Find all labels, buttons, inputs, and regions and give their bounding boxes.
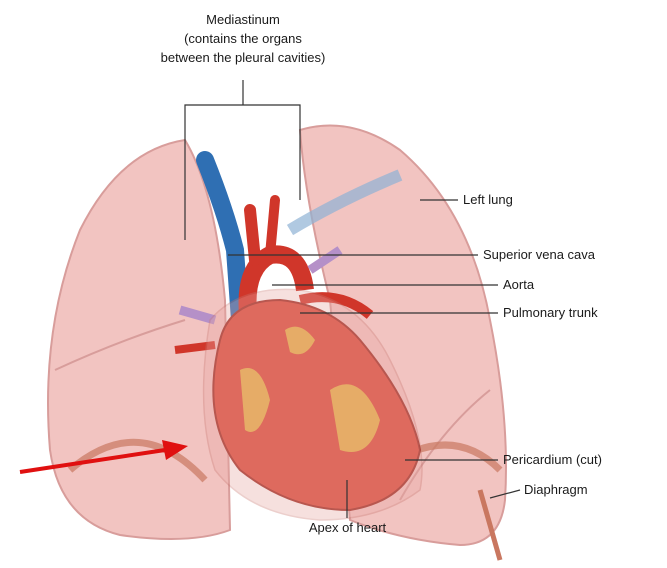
mediastinum-note: between the pleural cavities) bbox=[128, 50, 358, 65]
label-superior-vena-cava: Superior vena cava bbox=[483, 247, 595, 262]
label-pericardium-cut: Pericardium (cut) bbox=[503, 452, 602, 467]
label-diaphragm: Diaphragm bbox=[524, 482, 588, 497]
aorta-branch bbox=[250, 210, 255, 260]
label-aorta: Aorta bbox=[503, 277, 534, 292]
mediastinum-note: (contains the organs bbox=[163, 31, 323, 46]
label-left-lung: Left lung bbox=[463, 192, 513, 207]
label-apex-of-heart: Apex of heart bbox=[290, 520, 405, 535]
mediastinum-title: Mediastinum bbox=[193, 12, 293, 27]
aorta-branch bbox=[270, 200, 275, 255]
label-pulmonary-trunk: Pulmonary trunk bbox=[503, 305, 598, 320]
